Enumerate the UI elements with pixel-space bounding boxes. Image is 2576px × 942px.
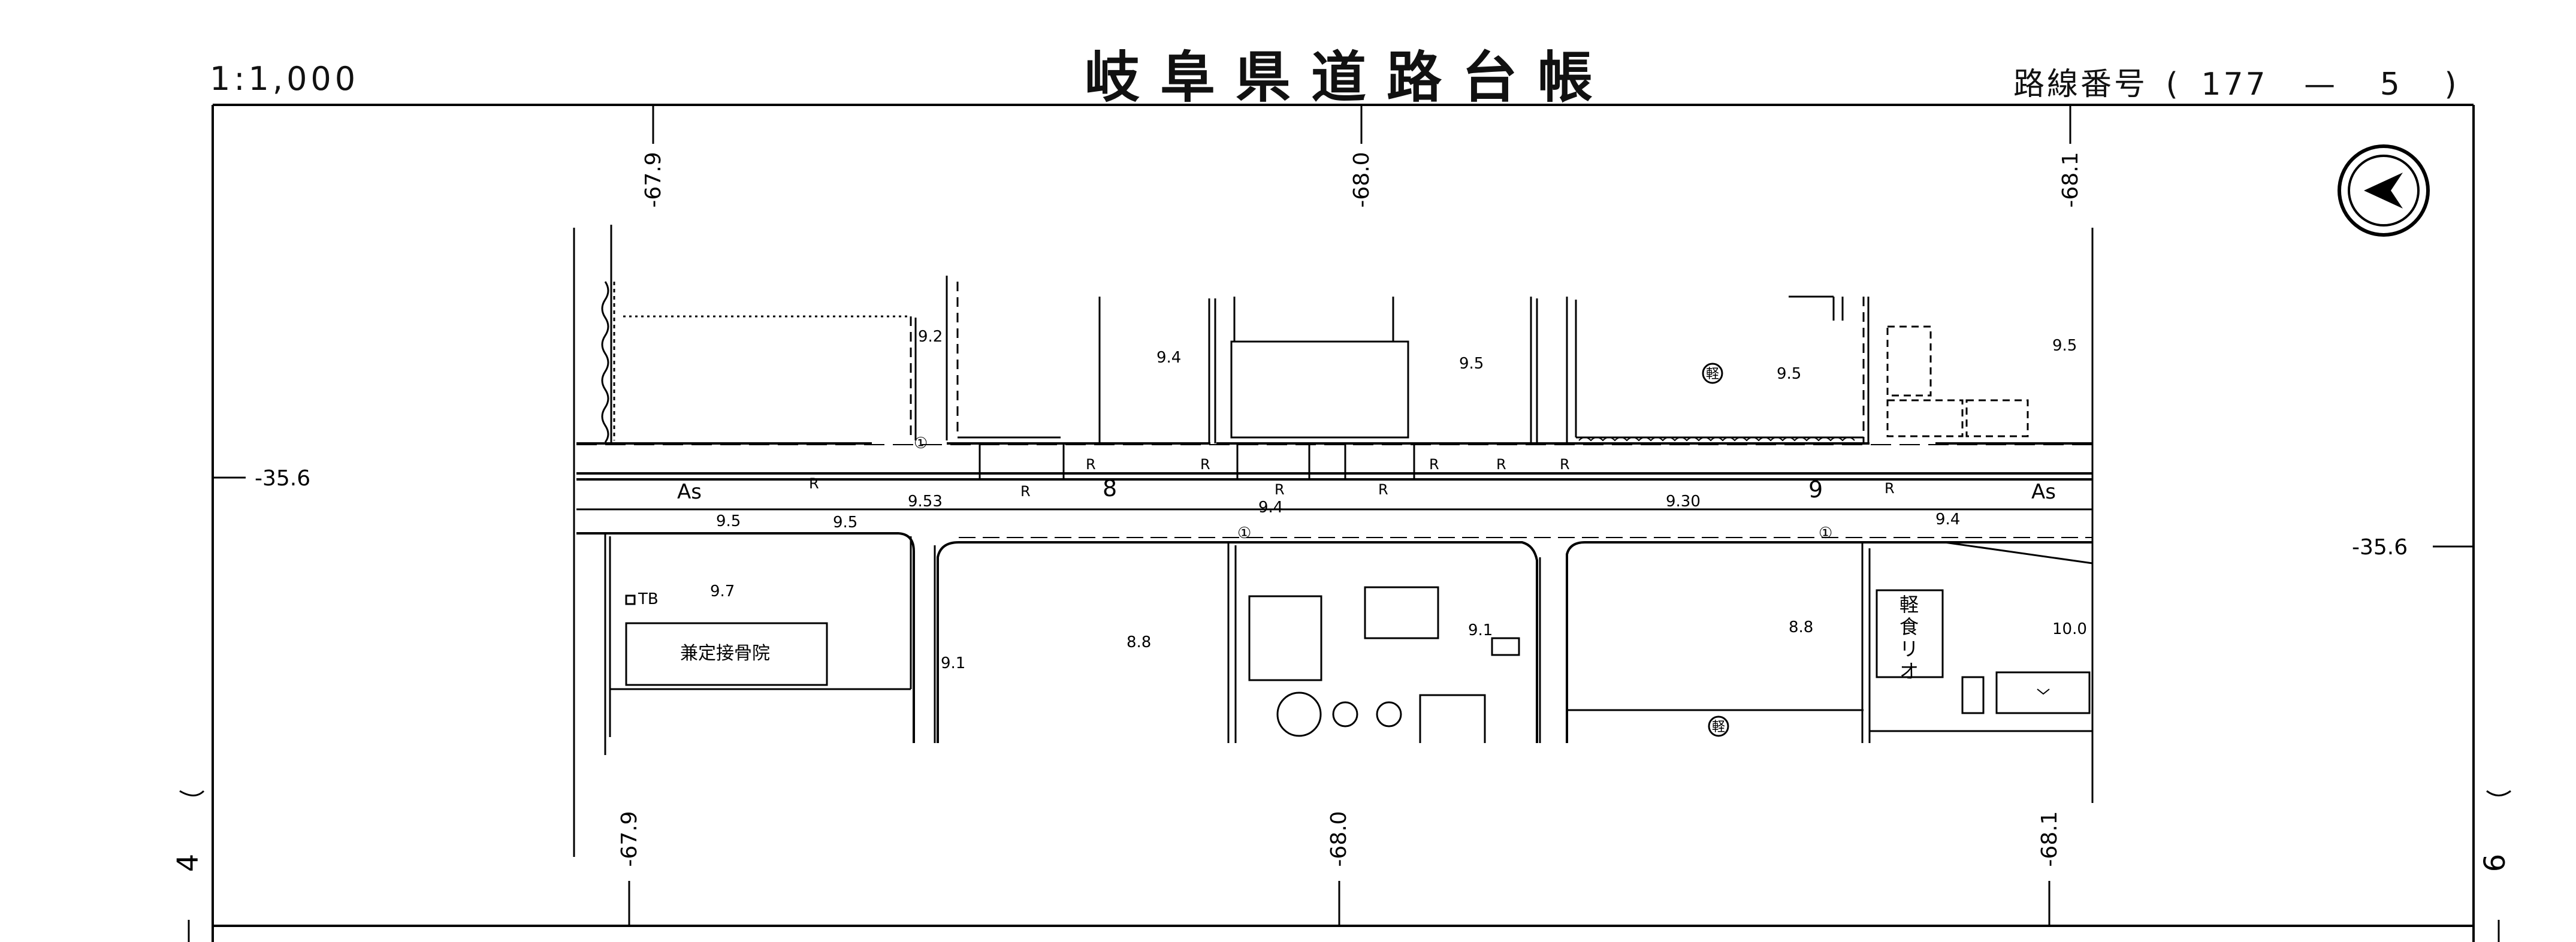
r-marker: R (1200, 456, 1210, 473)
road-north-edge (576, 442, 2092, 481)
r-marker: R (1086, 456, 1096, 473)
side-paren-right (2486, 790, 2511, 796)
elevation-point: 9.1 (941, 654, 965, 672)
r-marker: R (1275, 481, 1285, 498)
grid-x-bottom-2: -68.0 (1327, 811, 1351, 866)
route-sheet-value: 5 (2379, 67, 2402, 102)
grid-x-top-2: -68.0 (1349, 152, 1374, 207)
grid-x-top-1: -67.9 (641, 152, 666, 207)
side-sheet-right: 6 (2478, 854, 2512, 872)
hedge (1578, 437, 1855, 442)
parcels-south (604, 533, 2093, 755)
elevation-point: 10.0 (2052, 620, 2087, 638)
grid-x-bottom-1: -67.9 (617, 811, 642, 866)
route-close-paren: ) (2444, 67, 2459, 102)
circle-1-marker: ① (1237, 524, 1251, 542)
grid-x-top-3: -68.1 (2058, 152, 2083, 207)
map-boundary (573, 228, 2094, 857)
shop-char: 食 (1899, 615, 1919, 638)
tb-marker: TB (638, 590, 659, 608)
route-label: 路線番号 (2013, 67, 2148, 102)
circle-1-marker: ① (914, 434, 928, 452)
road-width-2: 9.4 (1258, 499, 1283, 517)
r-marker: R (1885, 480, 1895, 497)
elevation-point: 9.1 (1468, 621, 1493, 639)
grid-x-bottom-3: -68.1 (2037, 811, 2062, 866)
elevation-point: 9.7 (710, 582, 735, 600)
road-station-8: 8 (1103, 475, 1117, 502)
road-width-5: 9.5 (833, 514, 857, 532)
map-scale: 1:1,000 (210, 60, 360, 98)
r-marker: R (1429, 456, 1439, 473)
grid-y-right: -35.6 (2352, 535, 2408, 560)
r-markers: R R R R R R R R R R (809, 456, 1895, 500)
r-marker: R (1496, 456, 1506, 473)
shop-char: リ (1899, 638, 1919, 660)
kei-markers: 軽 軽 (1702, 363, 1729, 737)
shop-char: オ (1899, 660, 1919, 683)
r-marker: R (809, 475, 819, 492)
parcels-north (610, 225, 2029, 481)
shop-char: 軽 (1899, 593, 1919, 616)
elevation-points: 9.2 9.4 9.5 9.5 9.5 9.7 9.1 8.8 9.1 8.8 … (710, 328, 2087, 672)
r-marker: R (1020, 483, 1031, 500)
building-shop: 軽 食 リ オ (1899, 593, 1919, 683)
tb-box-icon (625, 594, 636, 605)
r-marker: R (1378, 481, 1388, 498)
page-title: 岐阜県道路台帳 (1085, 46, 1614, 110)
elevation-point: 9.5 (1459, 355, 1484, 373)
elevation-point: 9.5 (2052, 337, 2077, 355)
route-dash: — (2304, 67, 2338, 102)
elevation-point: 9.5 (1777, 365, 1801, 383)
side-sheet-left: 4 (171, 854, 205, 872)
road-width-1: 9.53 (908, 493, 943, 511)
circle-1-marker: ① (1819, 524, 1832, 542)
kei-marker: 軽 (1712, 720, 1725, 735)
road-width-4: 9.5 (716, 512, 741, 530)
road-station-9: 9 (1808, 476, 1823, 503)
road-surface-left: As (677, 480, 702, 504)
map-frame (212, 104, 2475, 942)
side-paren-left (179, 790, 205, 796)
grid-ticks (213, 105, 2474, 926)
road-surface-right: As (2031, 480, 2056, 504)
elevation-point: 9.4 (1156, 349, 1181, 367)
elevation-point: 8.8 (1127, 633, 1151, 651)
route-number: 路線番号 ( 177 — 5 ) (2013, 59, 2459, 104)
road-south-edge (576, 532, 2092, 743)
building-clinic: 兼定接骨院 (680, 643, 770, 664)
r-marker: R (1560, 456, 1570, 473)
hedge (601, 281, 609, 443)
elevation-point: 8.8 (1789, 618, 1813, 636)
grid-y-left: -35.6 (255, 466, 310, 491)
road-width-3: 9.30 (1666, 493, 1701, 511)
kei-marker: 軽 (1706, 367, 1719, 382)
elevation-point: 9.2 (918, 328, 943, 346)
circle-1-markers: ① ① ① (914, 434, 1832, 542)
route-number-value: 177 (2201, 67, 2268, 102)
route-open-paren: ( (2166, 67, 2181, 102)
north-arrow-icon (2338, 144, 2430, 237)
road-width-6: 9.4 (1935, 511, 1960, 529)
